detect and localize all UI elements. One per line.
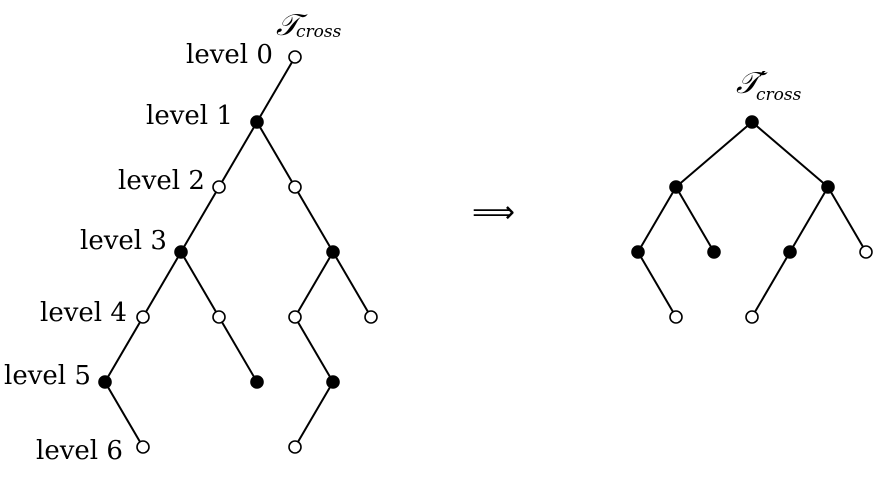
left-tree-edge-n3b-n4d — [332, 251, 372, 318]
left-tree-node-n5b-filled — [250, 375, 264, 389]
right-tree-edge-m0-m1a — [675, 121, 753, 188]
left-tree-nodes — [98, 50, 378, 454]
left-tree-edge-n0-n1 — [256, 56, 296, 123]
transformation-arrow: ⟹ — [472, 195, 515, 230]
right-tree-node-m2a-filled — [631, 245, 645, 259]
right-tree-node-m2b-filled — [707, 245, 721, 259]
left-tree-edge-n2b-n3b — [294, 186, 334, 253]
right-tree-node-m3a-hollow — [669, 310, 683, 324]
right-tree-node-m3b-hollow — [745, 310, 759, 324]
level-label-4: level 4 — [40, 298, 127, 328]
left-tree-node-n4b-hollow — [212, 310, 226, 324]
left-tree-edge-n3a-n4a — [142, 251, 182, 318]
right-tree-edges — [637, 121, 867, 318]
left-tree-edge-n4c-n5c — [294, 316, 334, 383]
left-tree-node-n6a-hollow — [136, 440, 150, 454]
left-tree-node-n4c-hollow — [288, 310, 302, 324]
left-tree-edge-n4a-n5a — [104, 316, 144, 383]
left-tree-node-n2b-hollow — [288, 180, 302, 194]
level-label-2: level 2 — [118, 166, 205, 196]
right-tree-edge-m2a-m3a — [637, 251, 677, 318]
left-tree-edge-n5a-n6a — [104, 381, 144, 448]
right-tree-edge-m0-m1b — [751, 121, 829, 188]
level-label-6: level 6 — [36, 436, 123, 466]
left-tree-edge-n1-n2b — [256, 121, 296, 188]
right-tree-node-m2d-hollow — [859, 245, 873, 259]
right-tree-node-m1b-filled — [821, 180, 835, 194]
right-tree-nodes — [631, 115, 873, 324]
left-tree-node-n2a-hollow — [212, 180, 226, 194]
right-tree-title: 𝒯′ — [736, 66, 768, 101]
left-tree-node-n5c-filled — [326, 375, 340, 389]
right-tree-node-m2c-filled — [783, 245, 797, 259]
left-tree-node-n3a-filled — [174, 245, 188, 259]
right-tree-edge-m1a-m2b — [675, 186, 715, 253]
level-label-1: level 1 — [146, 101, 233, 131]
left-tree-edge-n4b-n5b — [218, 316, 258, 383]
left-tree-node-n3b-filled — [326, 245, 340, 259]
right-tree-title-subscript: cross — [756, 85, 802, 105]
left-tree-edges — [104, 56, 372, 448]
right-tree-edge-m1a-m2a — [637, 186, 677, 253]
left-tree-edge-n5c-n6b — [294, 381, 334, 448]
left-tree-edge-n2a-n3a — [180, 186, 220, 253]
left-tree-node-n4d-hollow — [364, 310, 378, 324]
level-label-0: level 0 — [186, 40, 273, 70]
right-tree-edge-m1b-m2d — [827, 186, 867, 253]
left-tree-title-subscript: cross — [296, 22, 342, 42]
left-tree-node-n0-hollow — [288, 50, 302, 64]
left-tree-node-n5a-filled — [98, 375, 112, 389]
left-tree-node-n4a-hollow — [136, 310, 150, 324]
right-tree-edge-m2c-m3b — [751, 251, 791, 318]
right-tree-edge-m1b-m2c — [789, 186, 829, 253]
left-tree-edge-n3a-n4b — [180, 251, 220, 318]
right-tree-node-m1a-filled — [669, 180, 683, 194]
left-tree-edge-n3b-n4c — [294, 251, 334, 318]
level-label-3: level 3 — [80, 226, 167, 256]
left-tree-node-n6b-hollow — [288, 440, 302, 454]
right-tree-node-m0-filled — [745, 115, 759, 129]
left-tree-edge-n1-n2a — [218, 121, 258, 188]
level-label-5: level 5 — [4, 361, 91, 391]
left-tree-node-n1-filled — [250, 115, 264, 129]
